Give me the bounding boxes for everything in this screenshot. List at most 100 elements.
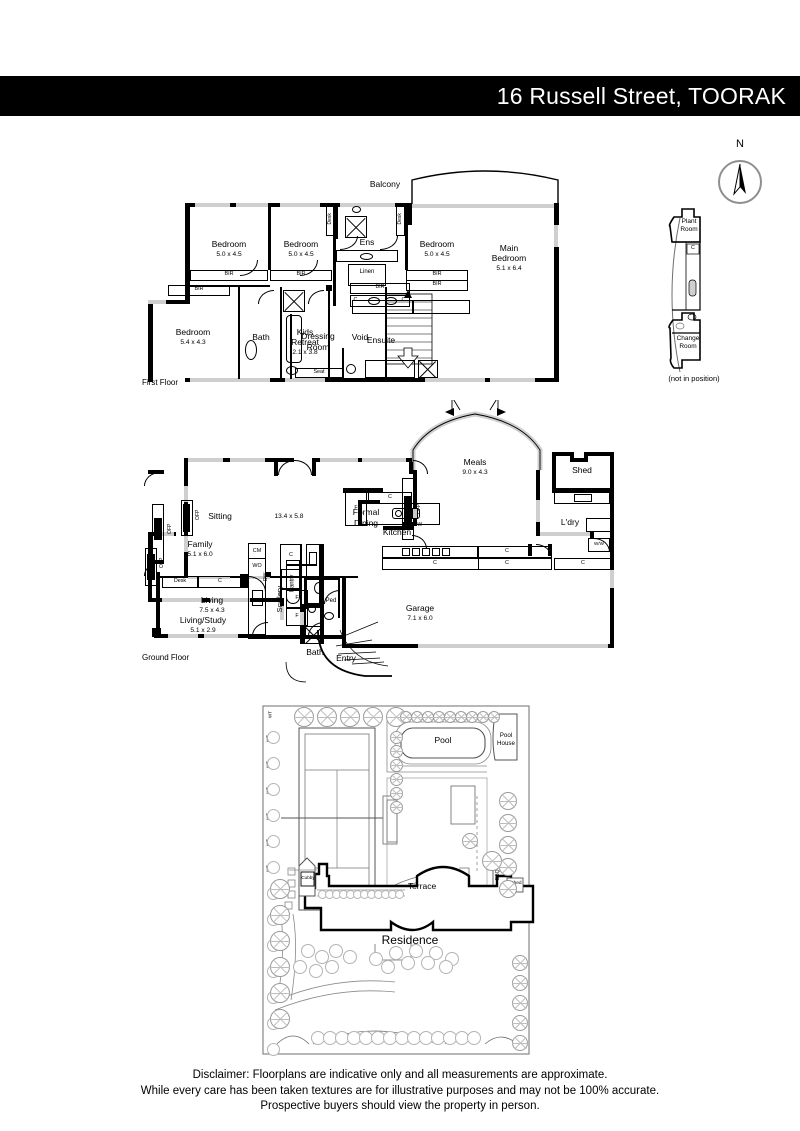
room-dim-sitting: 13.4 x 5.8 xyxy=(274,513,304,520)
room-label-ensuite: Ensuite xyxy=(366,335,396,345)
wall xyxy=(590,532,594,538)
wall xyxy=(342,578,346,648)
fireplace xyxy=(181,500,193,536)
room-label-ens: Ens xyxy=(359,237,375,247)
room-label-garage: Garage xyxy=(405,603,435,613)
tree-icon xyxy=(429,946,443,960)
wall xyxy=(409,462,413,474)
room-label-bath: Bath xyxy=(252,332,270,342)
tree-icon xyxy=(499,836,517,854)
cupboard-label: C xyxy=(289,552,293,558)
bir-label: BIR xyxy=(432,271,442,277)
window xyxy=(412,204,554,208)
room-label-dressing-line2: Room xyxy=(306,342,330,352)
built-in-robe xyxy=(168,285,230,296)
wall xyxy=(240,574,248,588)
window xyxy=(300,612,304,626)
wall xyxy=(184,576,188,578)
bir-label: BIR xyxy=(224,271,234,277)
tree-icon xyxy=(499,814,517,832)
wall xyxy=(312,458,316,476)
wall xyxy=(333,203,336,270)
cupboard-label: C xyxy=(505,548,509,554)
wall xyxy=(536,522,540,536)
room-label-living: Living xyxy=(200,595,224,605)
wall-post xyxy=(152,628,161,637)
tree-icon xyxy=(401,956,415,970)
tree-icon xyxy=(409,944,423,958)
wall xyxy=(304,578,340,580)
built-in-robe xyxy=(352,300,414,314)
window xyxy=(280,203,320,207)
window xyxy=(610,570,614,588)
tree-icon xyxy=(389,758,403,772)
vanity-bench xyxy=(336,250,398,262)
room-label-shed: Shed xyxy=(572,465,592,475)
room-dim-living-study: 5.1 x 2.9 xyxy=(190,627,216,634)
room-dim-main-bedroom: 5.1 x 6.4 xyxy=(496,265,522,272)
window xyxy=(204,634,238,638)
cupboard-label: C xyxy=(505,560,509,566)
wall xyxy=(248,635,344,639)
tree-icon xyxy=(266,730,280,744)
tree-icon xyxy=(467,1031,481,1045)
wall xyxy=(328,287,330,379)
room-dim-garage: 7.1 x 6.0 xyxy=(407,615,433,622)
tree-icon xyxy=(309,964,323,978)
wall xyxy=(148,300,153,382)
room-label-laundry: L'dry xyxy=(560,517,580,527)
site-label-terrace: Terrace xyxy=(407,881,437,891)
desk xyxy=(396,204,405,236)
room-label-main-bedroom-line2: Bedroom xyxy=(491,253,527,263)
fireplace-opening xyxy=(154,518,162,540)
powder-room-label: Ped xyxy=(325,598,337,604)
basin-icon xyxy=(368,297,380,305)
fireplace-opening xyxy=(183,504,190,532)
sink-icon xyxy=(574,494,592,502)
wall xyxy=(610,590,614,648)
room-label-living-study: Living/Study xyxy=(179,615,227,625)
washer-dryer-label: W/W xyxy=(594,541,604,546)
tree-icon xyxy=(512,1015,528,1031)
room-label-main-bedroom-line1: Main xyxy=(499,243,519,253)
wall xyxy=(154,634,250,638)
desk-label: Desk xyxy=(173,578,187,584)
basin-icon xyxy=(245,340,257,360)
cupboard-label: C xyxy=(353,297,358,303)
annex-plan: Plant Room C Change Room (not in positio… xyxy=(660,200,730,390)
window xyxy=(154,532,174,536)
wall xyxy=(280,570,282,598)
room-dim-bedroom-1: 5.0 x 4.5 xyxy=(216,251,242,258)
wall xyxy=(184,458,188,486)
basin-icon xyxy=(352,206,361,213)
tree-icon xyxy=(363,707,383,727)
room-label-formal-line1: Formal xyxy=(352,507,380,517)
cooktop-burner xyxy=(442,548,450,556)
cupboard-label: C xyxy=(581,560,585,566)
tree-icon xyxy=(340,707,360,727)
basin-icon xyxy=(308,605,316,613)
cupboard-label: C xyxy=(433,560,437,566)
ground-floor-outline xyxy=(285,400,543,683)
toilet-icon xyxy=(286,366,298,375)
window xyxy=(236,203,271,207)
laundry-trough xyxy=(586,518,612,532)
wall xyxy=(156,572,160,638)
wall xyxy=(320,544,324,604)
tree-icon xyxy=(389,946,403,960)
window xyxy=(490,378,535,382)
hall-cupboard xyxy=(306,544,320,604)
window xyxy=(340,203,395,207)
room-label-bedroom-1: Bedroom xyxy=(211,239,247,249)
tree-icon xyxy=(381,960,395,974)
tree-icon xyxy=(266,808,280,822)
room-label-meals: Meals xyxy=(463,457,487,467)
tree-icon xyxy=(499,880,517,898)
wall xyxy=(280,588,302,590)
cooktop-burner xyxy=(402,548,410,556)
wall xyxy=(536,470,540,500)
dishwasher xyxy=(412,508,418,519)
wall xyxy=(300,566,302,606)
room-label-bedroom-4: Bedroom xyxy=(175,327,211,337)
wall xyxy=(554,203,559,225)
